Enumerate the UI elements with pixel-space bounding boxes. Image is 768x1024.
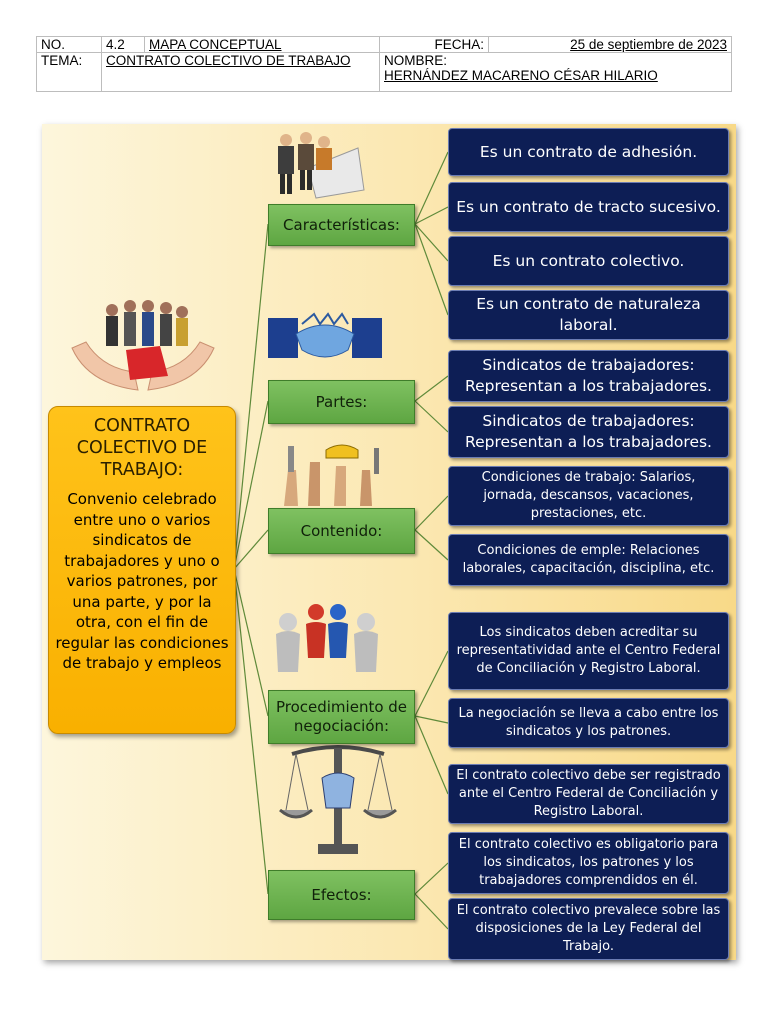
leaf-procedimiento-1: Los sindicatos deben acreditar su repres… <box>448 612 729 690</box>
leaf-partes-2: Sindicatos de trabajadores: Representan … <box>448 406 729 458</box>
category-partes: Partes: <box>268 380 415 424</box>
main-to-category-connector <box>233 400 269 570</box>
leaf-caracteristicas-2: Es un contrato de tracto sucesivo. <box>448 182 729 232</box>
nombre-value: HERNÁNDEZ MACARENO CÉSAR HILARIO <box>384 68 658 83</box>
businesspeople-icon <box>278 132 365 199</box>
no-label: NO. <box>36 36 102 53</box>
leaf-caracteristicas-4: Es un contrato de naturaleza laboral. <box>448 290 729 340</box>
leaf-contenido-2: Condiciones de emple: Relaciones laboral… <box>448 534 729 586</box>
leaf-efectos-2: El contrato colectivo prevalece sobre la… <box>448 898 729 960</box>
justice-scale-icon <box>279 745 397 854</box>
main-to-category-connector <box>233 568 269 717</box>
category-to-leaf-connector <box>414 223 449 316</box>
leaf-procedimiento-3: El contrato colectivo debe ser registrad… <box>448 764 729 824</box>
category-caracteristicas: Características: <box>268 204 415 246</box>
leaf-procedimiento-2: La negociación se lleva a cabo entre los… <box>448 698 729 748</box>
main-title: CONTRATO COLECTIVO DE TRABAJO: <box>76 416 208 480</box>
no-value: 4.2 <box>101 36 145 53</box>
category-to-leaf-connector <box>414 206 449 225</box>
main-description: Convenio celebrado entre uno o varios si… <box>55 490 229 672</box>
tema-label: TEMA: <box>36 52 102 92</box>
category-to-leaf-connector <box>414 495 449 531</box>
main-to-category-connector <box>233 568 269 895</box>
category-to-leaf-connector <box>414 375 449 402</box>
fecha-value: 25 de septiembre de 2023 <box>488 36 732 53</box>
category-to-leaf-connector <box>414 715 449 795</box>
main-concept-box: CONTRATO COLECTIVO DE TRABAJO: Convenio … <box>48 406 236 734</box>
category-procedimiento: Procedimiento de negociación: <box>268 690 415 744</box>
tema-value: CONTRATO COLECTIVO DE TRABAJO <box>101 52 380 92</box>
leaf-partes-1: Sindicatos de trabajadores: Representan … <box>448 350 729 402</box>
category-to-leaf-connector <box>414 715 449 724</box>
main-to-category-connector <box>233 529 269 570</box>
leaf-efectos-1: El contrato colectivo es obligatorio par… <box>448 832 729 894</box>
leaf-caracteristicas-1: Es un contrato de adhesión. <box>448 128 729 176</box>
doc-type: MAPA CONCEPTUAL <box>144 36 380 53</box>
raised-tools-icon <box>284 444 379 506</box>
fecha-label: FECHA: <box>379 36 489 53</box>
category-to-leaf-connector <box>414 650 449 717</box>
header-table: NO. 4.2 MAPA CONCEPTUAL FECHA: 25 de sep… <box>36 36 732 92</box>
category-to-leaf-connector <box>414 862 449 895</box>
category-to-leaf-connector <box>414 893 449 930</box>
category-to-leaf-connector <box>414 400 449 433</box>
connector-lines <box>233 151 449 930</box>
negotiation-figures-icon <box>276 604 378 672</box>
category-to-leaf-connector <box>414 529 449 561</box>
nombre-label: NOMBRE: <box>384 53 448 68</box>
category-to-leaf-connector <box>414 151 449 225</box>
nombre-cell: NOMBRE: HERNÁNDEZ MACARENO CÉSAR HILARIO <box>379 52 732 92</box>
leaf-contenido-1: Condiciones de trabajo: Salarios, jornad… <box>448 466 729 526</box>
category-efectos: Efectos: <box>268 870 415 920</box>
category-to-leaf-connector <box>414 223 449 262</box>
handshake-icon <box>268 312 382 358</box>
main-to-category-connector <box>233 223 269 570</box>
concept-map: CONTRATO COLECTIVO DE TRABAJO: Convenio … <box>42 124 736 960</box>
leaf-caracteristicas-3: Es un contrato colectivo. <box>448 236 729 286</box>
workers-in-hands-icon <box>71 300 215 391</box>
category-contenido: Contenido: <box>268 508 415 554</box>
